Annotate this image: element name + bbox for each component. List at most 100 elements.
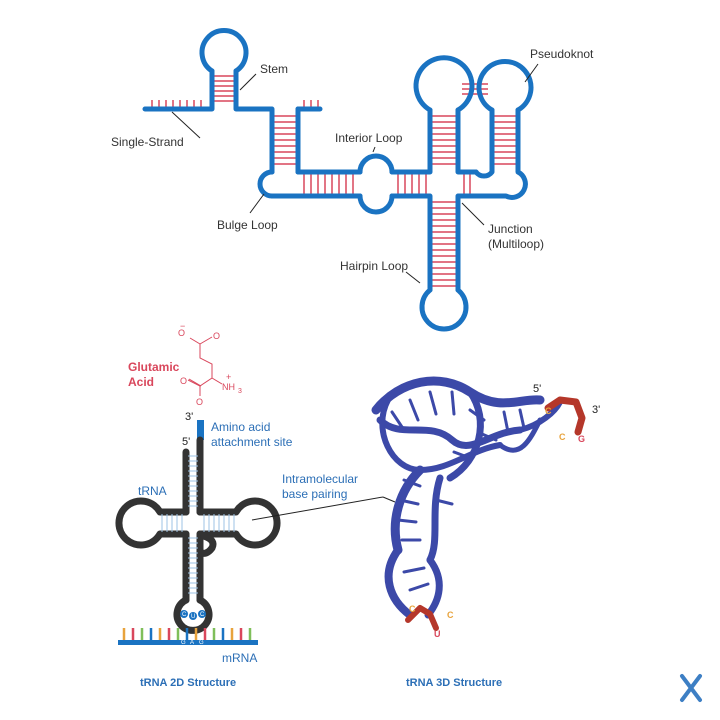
anticodon: C U C <box>180 610 206 620</box>
interior-loop-bottom <box>357 193 395 215</box>
single-strand-path <box>142 68 215 112</box>
anticodon-3d-c1: C <box>409 604 416 614</box>
codon: G A G <box>181 640 204 646</box>
carbonyl-oxygen: O <box>213 331 220 341</box>
codon-base-2: A <box>190 640 194 646</box>
tick <box>398 498 420 506</box>
interior-loop-label: Interior Loop <box>335 131 403 145</box>
trna-2d-caption: tRNA 2D Structure <box>140 677 236 689</box>
codon-base-3: G <box>199 640 204 646</box>
bulge-loop-path <box>257 169 275 199</box>
cca-tail <box>544 396 586 436</box>
amino-acid-attachment-site <box>197 420 204 440</box>
hairpin-loop-callout <box>405 271 421 284</box>
tick <box>434 498 454 506</box>
junction-inner <box>455 107 479 175</box>
tick <box>390 410 406 432</box>
tick <box>402 478 422 488</box>
tick <box>518 408 526 430</box>
amine-subscript: 3 <box>238 388 242 395</box>
multiloop-label: (Multiloop) <box>488 237 544 251</box>
pseudoknot-label: Pseudoknot <box>530 47 594 61</box>
tick <box>402 566 426 574</box>
trna-3d-anticodon <box>405 605 439 631</box>
anticodon-base-3: C <box>200 612 205 618</box>
codon-base-1: G <box>181 640 186 646</box>
rna-secondary-structure: Stem Single-Strand Pseudoknot Interior L… <box>111 28 594 332</box>
tick <box>408 582 430 592</box>
rna-backbone <box>142 28 534 332</box>
bulge-loop-callout <box>249 193 265 214</box>
intramolecular-callout-line-left <box>251 496 384 521</box>
trna-3-prime: 3' <box>185 411 193 423</box>
mrna-base-ticks <box>122 628 252 641</box>
mrna-strand <box>118 640 258 645</box>
linking-oxygen: O <box>196 397 203 407</box>
tick <box>428 390 438 416</box>
trna-3d-base-sticks <box>390 390 526 592</box>
tick <box>396 518 418 524</box>
cca-g: G <box>578 434 585 444</box>
intramolecular-callout-line-right <box>382 496 396 503</box>
interior-loop-top <box>357 153 395 175</box>
attachment-site-label: Amino acid <box>211 420 270 434</box>
tick <box>468 408 486 422</box>
cca-c1: C <box>545 406 552 416</box>
junction-upper-left <box>389 107 433 175</box>
tick <box>450 390 456 416</box>
minus-charge: − <box>180 321 185 331</box>
trna-label: tRNA <box>138 484 167 498</box>
junction-lower-left <box>389 193 433 293</box>
hairpin-loop-label: Hairpin Loop <box>340 259 408 273</box>
rna-callout-lines <box>171 63 539 284</box>
interior-loop-callout <box>372 146 376 153</box>
intramolecular-label: Intramolecular <box>282 472 358 486</box>
base-pair-rungs <box>151 75 516 287</box>
junction-right <box>455 107 528 293</box>
tick <box>480 432 498 442</box>
trna-3d-structure: 5' 3' C C G C U C tRNA 3D Structure <box>371 376 600 689</box>
attachment-site-label-line2: attachment site <box>211 435 293 449</box>
glutamic-acid-molecule <box>187 336 223 396</box>
pseudoknot-loop-left <box>413 55 475 113</box>
anticodon-3d-c2: C <box>447 610 454 620</box>
intramolecular-label-line2: base pairing <box>282 487 347 501</box>
amino-acid-name-line2: Acid <box>128 375 154 389</box>
trna-3d-caption: tRNA 3D Structure <box>406 677 502 689</box>
anticodon-base-1: C <box>182 612 187 618</box>
ester-oxygen: O <box>180 376 187 386</box>
single-strand-label: Single-Strand <box>111 135 184 149</box>
junction-callout <box>461 202 485 226</box>
amino-acid-name: Glutamic <box>128 360 180 374</box>
bottom-hairpin-loop <box>419 287 469 332</box>
carboxylate-oxygen: O <box>178 328 185 338</box>
plus-charge: + <box>226 372 231 382</box>
cca-c2: C <box>559 432 566 442</box>
pseudoknot-callout <box>524 63 539 83</box>
trna-3d-3-prime: 3' <box>592 404 600 416</box>
stem-hairpin-loop <box>199 28 249 74</box>
x-logo-icon <box>680 674 702 702</box>
trna-3d-5-prime: 5' <box>533 383 541 395</box>
trna-cloverleaf <box>115 436 281 634</box>
bulge-loop-label: Bulge Loop <box>217 218 278 232</box>
mrna-label: mRNA <box>222 651 257 665</box>
stem-callout <box>239 73 257 91</box>
trna-2d-pairing-ticks <box>161 455 235 594</box>
trna-3d-ribbon <box>371 376 563 619</box>
single-strand-callout <box>171 111 201 139</box>
tick <box>452 450 472 460</box>
stem-label: Stem <box>260 62 288 76</box>
trna-2d-structure: O − O NH 3 + O O Glutamic Acid 3' 5' Ami… <box>115 321 293 689</box>
pseudoknot-right-stem <box>473 107 495 179</box>
amine-group: NH <box>222 382 235 392</box>
junction-label: Junction <box>488 222 533 236</box>
stem-right-path <box>233 68 275 175</box>
tick <box>502 410 510 434</box>
pseudoknot-loop-right <box>476 59 534 113</box>
trna-5-prime: 5' <box>182 436 190 448</box>
anticodon-base-2: U <box>191 614 195 620</box>
anticodon-3d-u: U <box>434 629 441 639</box>
tick <box>408 398 420 422</box>
